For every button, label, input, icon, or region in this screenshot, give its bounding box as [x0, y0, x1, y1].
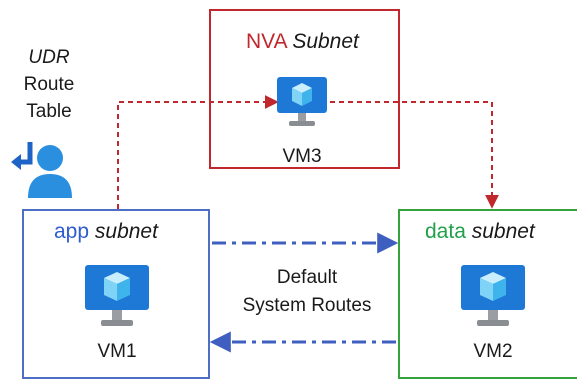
default-system-routes-label: Default System Routes — [222, 264, 392, 320]
udr-label-line2: Route — [23, 74, 75, 95]
app-subnet-suffix: subnet — [94, 220, 158, 243]
data-subnet-suffix: subnet — [471, 220, 535, 243]
nva-subnet-suffix: Subnet — [292, 30, 359, 53]
app-subnet-title: app subnet — [54, 220, 158, 244]
vm2-label: VM2 — [473, 341, 513, 362]
vm3-icon — [277, 77, 327, 126]
vm2-icon — [461, 265, 525, 326]
route-arrows — [117, 95, 499, 353]
udr-route-table-label: UDR Route Table — [18, 44, 80, 125]
routes-label-line1: Default — [276, 267, 338, 288]
nva-subnet-name: NVA — [246, 30, 287, 53]
udr-path-to-data — [330, 101, 499, 209]
nva-subnet-title: NVA Subnet — [246, 30, 359, 54]
udr-label-line3: Table — [26, 101, 72, 122]
network-diagram: NVA Subnet VM3 UDR Route Table app subne… — [11, 9, 577, 379]
routes-label-line2: System Routes — [242, 295, 372, 316]
vm3-label: VM3 — [282, 146, 322, 167]
vm1-label: VM1 — [97, 341, 137, 362]
data-subnet-name: data — [425, 220, 466, 243]
nva-subnet-box — [209, 9, 400, 169]
data-subnet-title: data subnet — [425, 220, 535, 244]
user-route-table-icon — [11, 142, 72, 198]
udr-label-line1: UDR — [28, 47, 70, 68]
app-subnet-name: app — [54, 220, 90, 243]
vm1-icon — [85, 265, 149, 326]
